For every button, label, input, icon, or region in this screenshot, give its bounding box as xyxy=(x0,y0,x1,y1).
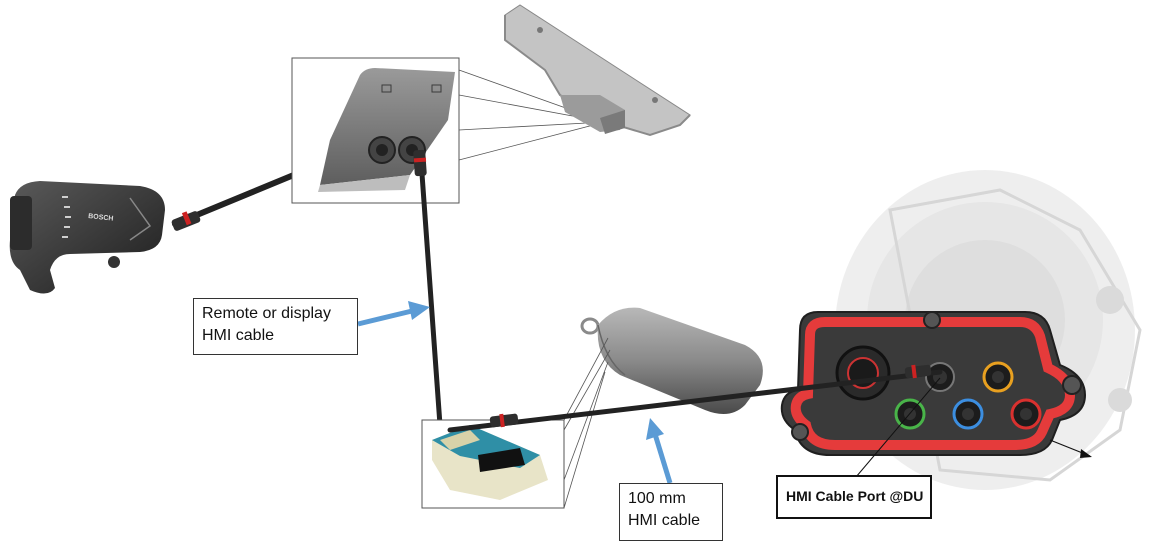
hmi-cable-short xyxy=(447,364,943,433)
arrowhead xyxy=(1080,449,1092,458)
label-hmi-cable-port: HMI Cable Port @DU xyxy=(776,475,932,519)
junction-zoom-box xyxy=(291,57,460,204)
hmi-cable-long xyxy=(413,149,443,428)
bosch-logo: BOSCH xyxy=(88,213,114,223)
arrow-remote-cable xyxy=(357,301,430,327)
gasket-seal xyxy=(790,317,1076,450)
label-remote-display-hmi-cable: Remote or display HMI cable xyxy=(193,298,358,355)
label-line-2: HMI cable xyxy=(628,512,701,529)
du-connector-plate xyxy=(780,311,1087,456)
label-line-1: 100 mm xyxy=(628,490,686,507)
port-leader-line xyxy=(855,377,941,478)
arrow-short-cable xyxy=(646,418,673,484)
port-blue xyxy=(952,398,984,430)
label-line-1: Remote or display xyxy=(202,305,331,322)
mounting-bracket xyxy=(504,4,691,137)
port-hmi xyxy=(925,362,955,392)
handlebar-remote: BOSCH xyxy=(9,181,166,294)
zoom-lines-bottom xyxy=(563,337,611,509)
splitter-housing xyxy=(580,307,763,414)
port-orange xyxy=(982,361,1014,393)
label-100mm-hmi-cable: 100 mm HMI cable xyxy=(619,483,723,541)
port-label-text: HMI Cable Port @DU xyxy=(786,488,924,504)
label-line-2: HMI cable xyxy=(202,327,275,344)
splitter-zoom-box xyxy=(421,419,565,509)
port-red xyxy=(1010,398,1042,430)
